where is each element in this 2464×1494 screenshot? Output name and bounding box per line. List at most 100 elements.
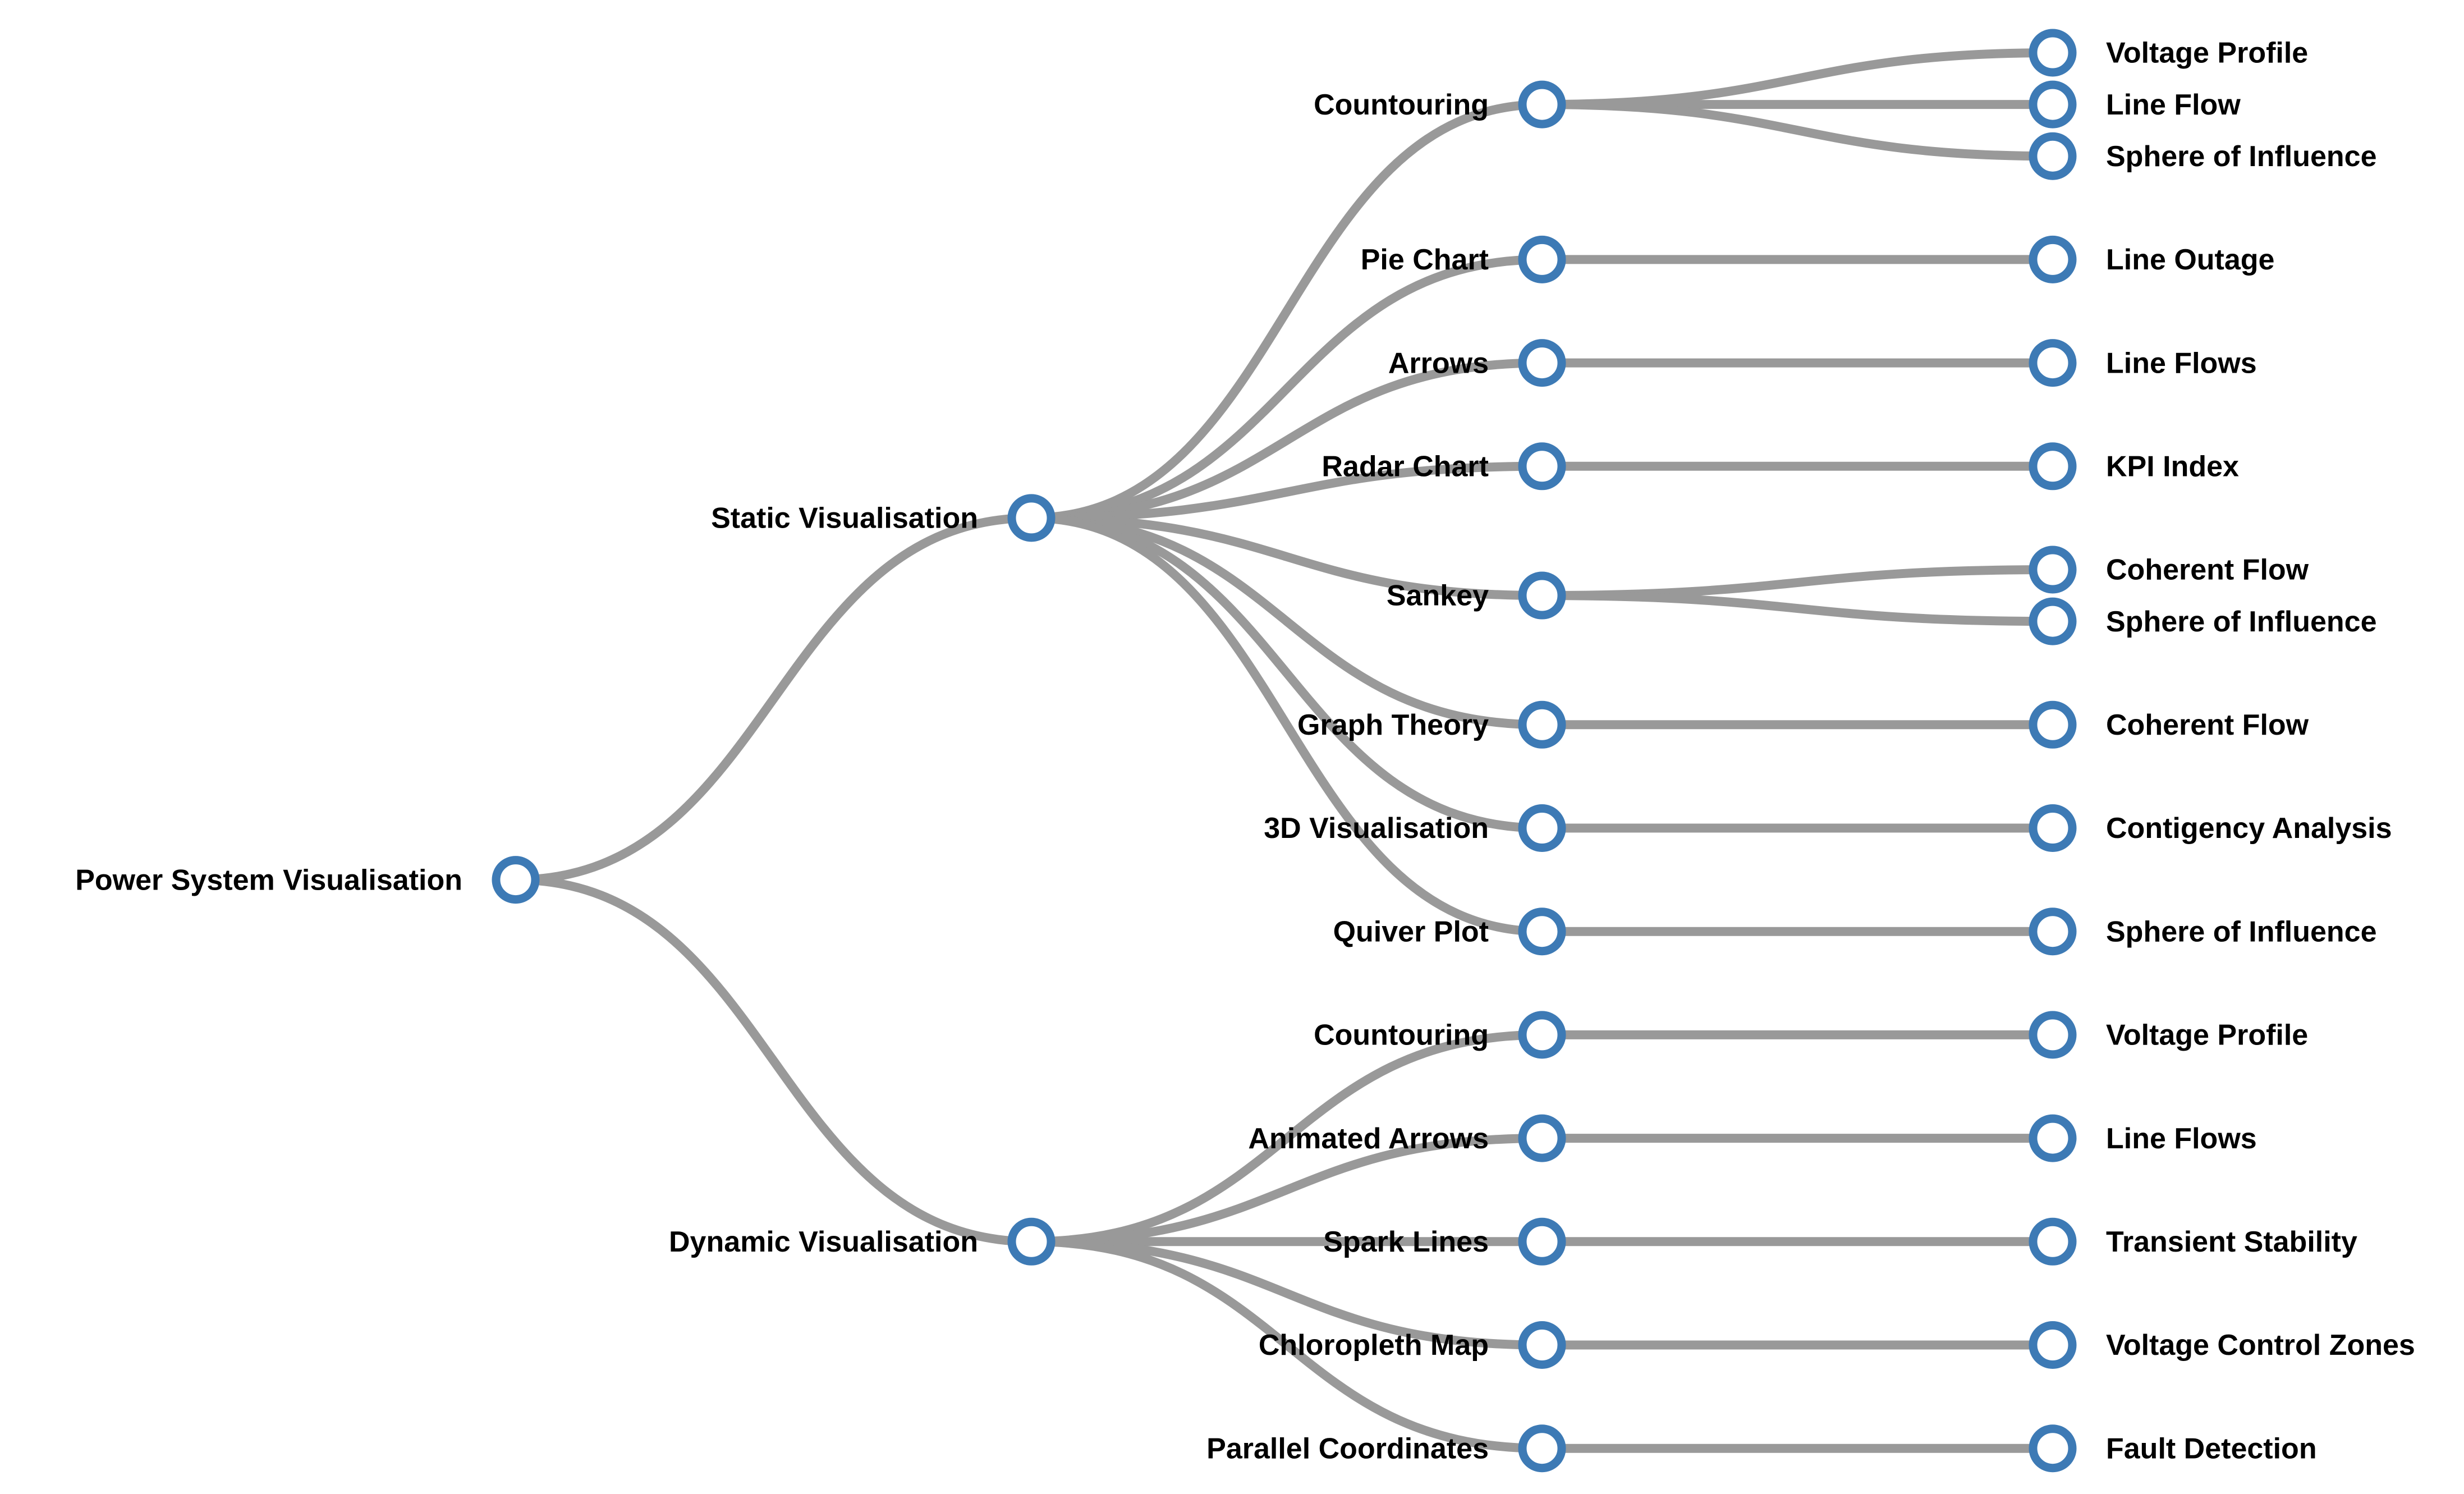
node-label-graph-theory: Graph Theory [1297, 709, 1489, 741]
link-dynamic-visualisation-animated-arrows [1031, 1134, 1543, 1246]
node-label-coherent-flow: Coherent Flow [2106, 554, 2309, 586]
node-label-countouring: Countouring [1314, 1019, 1489, 1052]
node-circle-line-flow[interactable] [2029, 80, 2077, 129]
node-label-coherent-flow: Coherent Flow [2106, 709, 2309, 741]
node-pie-chart: Pie Chart [1361, 235, 1566, 283]
node-quiver-plot: Quiver Plot [1333, 908, 1566, 956]
node-label-contigency-analysis: Contigency Analysis [2106, 812, 2392, 845]
node-voltage-profile: Voltage Profile [2029, 1011, 2308, 1059]
node-circle-contigency-analysis[interactable] [2029, 804, 2077, 852]
node-circle-sphere-of-influence[interactable] [2029, 132, 2077, 180]
node-sphere-of-influence: Sphere of Influence [2029, 597, 2377, 645]
node-circle-line-flows[interactable] [2029, 1114, 2077, 1162]
node-label-transient-stability: Transient Stability [2106, 1226, 2357, 1258]
node-circle-graph-theory[interactable] [1518, 700, 1566, 749]
node-sphere-of-influence: Sphere of Influence [2029, 132, 2377, 180]
node-voltage-control-zones: Voltage Control Zones [2029, 1321, 2415, 1369]
link-sankey-coherent-flow [1541, 565, 2053, 601]
node-circle-animated-arrows[interactable] [1518, 1114, 1566, 1162]
link-static-visualisation-arrows [1031, 358, 1543, 523]
node-circle-line-outage[interactable] [2029, 235, 2077, 283]
node-label-animated-arrows: Animated Arrows [1248, 1122, 1489, 1155]
link-static-visualisation-pie-chart [1031, 255, 1543, 523]
node-label-voltage-control-zones: Voltage Control Zones [2106, 1329, 2415, 1362]
link-dynamic-visualisation-parallel-coordinates [1031, 1237, 1543, 1453]
node-label-static-visualisation: Static Visualisation [711, 502, 978, 535]
node-sphere-of-influence: Sphere of Influence [2029, 908, 2377, 956]
link-power-system-visualisation-static-visualisation [515, 513, 1032, 885]
node-label-radar-chart: Radar Chart [1322, 450, 1489, 483]
node-chloropleth-map: Chloropleth Map [1259, 1321, 1566, 1369]
node-label-line-flows: Line Flows [2106, 1122, 2257, 1155]
node-label-sphere-of-influence: Sphere of Influence [2106, 915, 2377, 948]
node-countouring: Countouring [1314, 80, 1566, 129]
node-power-system-visualisation: Power System Visualisation [75, 856, 540, 904]
node-label-chloropleth-map: Chloropleth Map [1259, 1329, 1489, 1362]
node-circle-dynamic-visualisation[interactable] [1007, 1217, 1056, 1266]
node-label-kpi-index: KPI Index [2106, 450, 2239, 483]
node-static-visualisation: Static Visualisation [711, 494, 1056, 542]
node-label-sankey: Sankey [1387, 580, 1489, 612]
node-label-line-outage: Line Outage [2106, 244, 2274, 276]
node-circle-radar-chart[interactable] [1518, 442, 1566, 491]
node-parallel-coordinates: Parallel Coordinates [1206, 1424, 1566, 1473]
node-line-flows: Line Flows [2029, 1114, 2257, 1162]
node-circle-kpi-index[interactable] [2029, 442, 2077, 491]
node-coherent-flow: Coherent Flow [2029, 700, 2309, 749]
node-transient-stability: Transient Stability [2029, 1217, 2357, 1266]
node-circle-transient-stability[interactable] [2029, 1217, 2077, 1266]
node-animated-arrows: Animated Arrows [1248, 1114, 1566, 1162]
links-layer [515, 48, 2053, 1453]
node-circle-sphere-of-influence[interactable] [2029, 597, 2077, 645]
node-circle-pie-chart[interactable] [1518, 235, 1566, 283]
node-circle-sphere-of-influence[interactable] [2029, 908, 2077, 956]
node-circle-coherent-flow[interactable] [2029, 700, 2077, 749]
link-static-visualisation-3d-visualisation [1031, 513, 1543, 833]
node-circle-static-visualisation[interactable] [1007, 494, 1056, 542]
link-dynamic-visualisation-countouring [1031, 1030, 1543, 1246]
node-circle-spark-lines[interactable] [1518, 1217, 1566, 1266]
link-countouring-sphere-of-influence [1541, 100, 2053, 161]
node-label-countouring: Countouring [1314, 89, 1489, 121]
node-radar-chart: Radar Chart [1322, 442, 1566, 491]
node-sankey: Sankey [1387, 571, 1566, 620]
node-circle-voltage-profile[interactable] [2029, 29, 2077, 77]
link-static-visualisation-radar-chart [1031, 461, 1543, 523]
link-static-visualisation-countouring [1031, 100, 1543, 523]
node-contigency-analysis: Contigency Analysis [2029, 804, 2392, 852]
node-countouring: Countouring [1314, 1011, 1566, 1059]
node-circle-countouring[interactable] [1518, 1011, 1566, 1059]
node-circle-chloropleth-map[interactable] [1518, 1321, 1566, 1369]
node-circle-3d-visualisation[interactable] [1518, 804, 1566, 852]
nodes-layer: Power System Visualisation Static Visuali… [75, 29, 2415, 1473]
node-circle-sankey[interactable] [1518, 571, 1566, 620]
node-label-sphere-of-influence: Sphere of Influence [2106, 606, 2377, 638]
node-label-voltage-profile: Voltage Profile [2106, 37, 2308, 70]
node-label-parallel-coordinates: Parallel Coordinates [1206, 1432, 1489, 1465]
node-line-flow: Line Flow [2029, 80, 2241, 129]
node-kpi-index: KPI Index [2029, 442, 2239, 491]
node-label-sphere-of-influence: Sphere of Influence [2106, 140, 2377, 173]
node-label-3d-visualisation: 3D Visualisation [1264, 812, 1489, 845]
node-circle-voltage-control-zones[interactable] [2029, 1321, 2077, 1369]
node-label-power-system-visualisation: Power System Visualisation [75, 864, 462, 896]
node-circle-arrows[interactable] [1518, 339, 1566, 387]
node-coherent-flow: Coherent Flow [2029, 546, 2309, 594]
node-circle-quiver-plot[interactable] [1518, 908, 1566, 956]
node-circle-coherent-flow[interactable] [2029, 546, 2077, 594]
link-countouring-voltage-profile [1541, 48, 2053, 109]
node-circle-line-flows[interactable] [2029, 339, 2077, 387]
node-fault-detection: Fault Detection [2029, 1424, 2317, 1473]
link-static-visualisation-sankey [1031, 513, 1543, 601]
node-circle-countouring[interactable] [1518, 80, 1566, 129]
link-static-visualisation-graph-theory [1031, 513, 1543, 730]
node-label-dynamic-visualisation: Dynamic Visualisation [669, 1226, 978, 1258]
node-label-spark-lines: Spark Lines [1323, 1226, 1489, 1258]
node-label-line-flow: Line Flow [2106, 89, 2241, 121]
node-circle-voltage-profile[interactable] [2029, 1011, 2077, 1059]
node-circle-power-system-visualisation[interactable] [492, 856, 540, 904]
node-circle-fault-detection[interactable] [2029, 1424, 2077, 1473]
node-circle-parallel-coordinates[interactable] [1518, 1424, 1566, 1473]
link-sankey-sphere-of-influence [1541, 591, 2053, 626]
